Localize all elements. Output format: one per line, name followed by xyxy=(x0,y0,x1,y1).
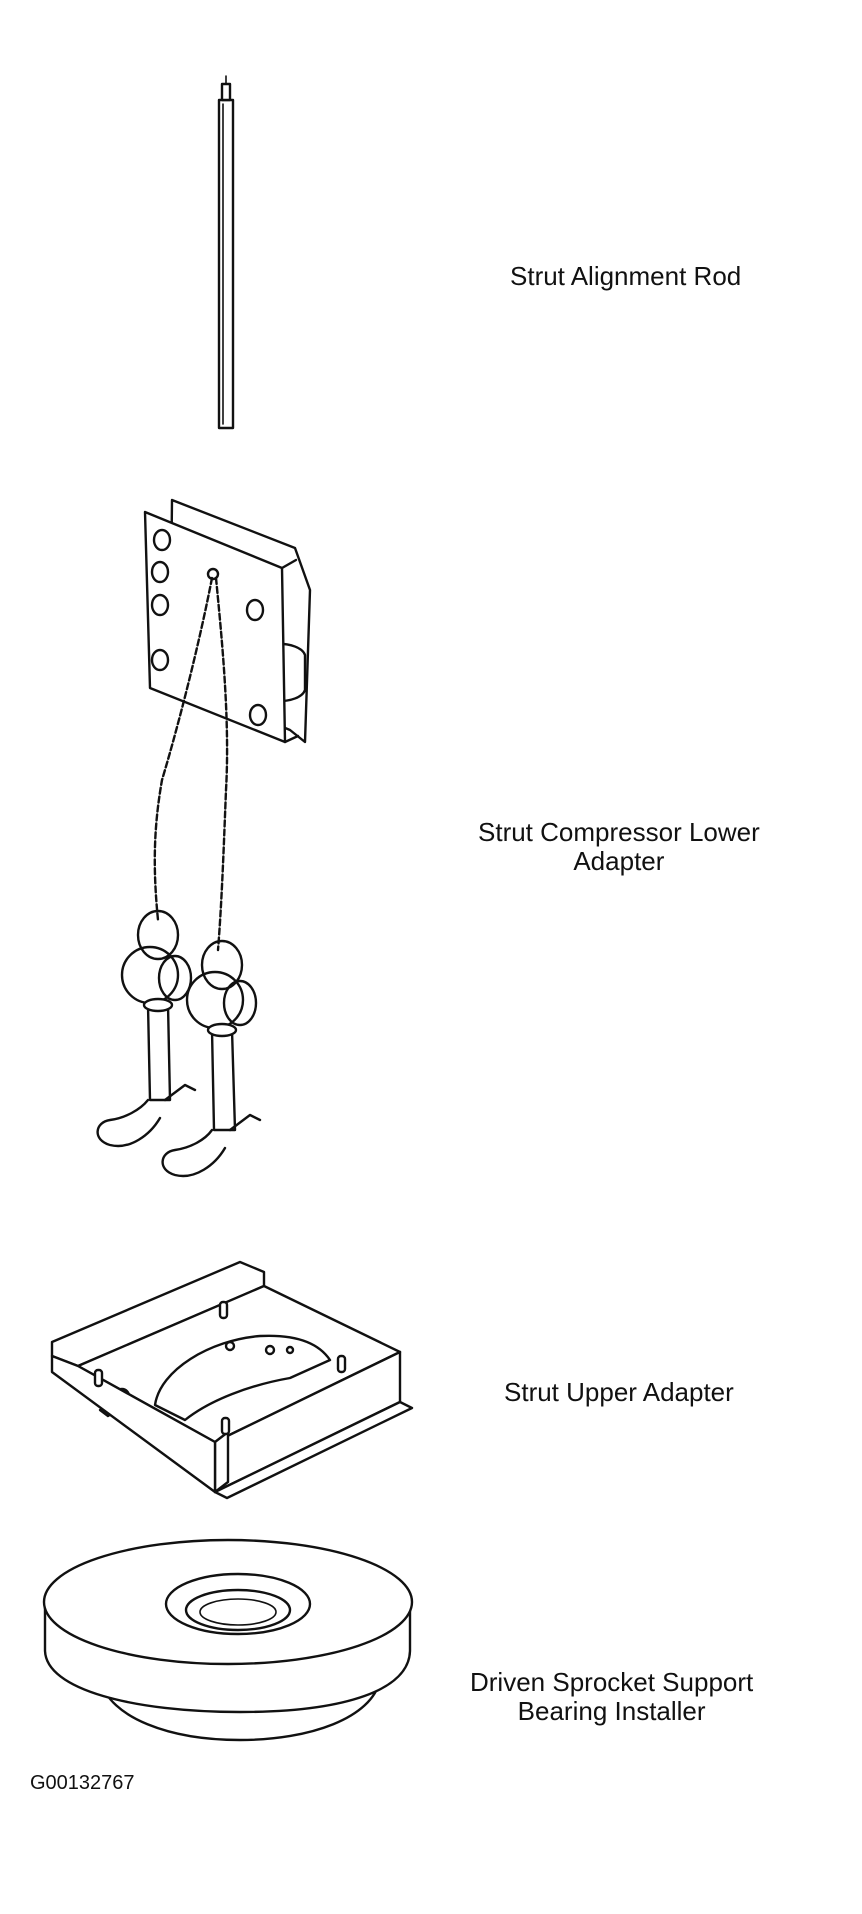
figure-id: G00132767 xyxy=(30,1772,135,1794)
strut-compressor-lower-adapter-drawing xyxy=(96,498,312,1178)
label-strut-compressor-lower-adapter: Strut Compressor Lower Adapter xyxy=(478,817,760,876)
label-strut-upper-adapter: Strut Upper Adapter xyxy=(504,1377,734,1407)
label-driven-sprocket-support-bearing-installer: Driven Sprocket Support Bearing Installe… xyxy=(470,1667,754,1726)
label-strut-alignment-rod: Strut Alignment Rod xyxy=(510,261,742,291)
strut-alignment-rod-drawing xyxy=(217,75,235,430)
strut-upper-adapter-drawing xyxy=(50,1260,414,1500)
driven-sprocket-support-bearing-installer-drawing xyxy=(42,1538,414,1742)
